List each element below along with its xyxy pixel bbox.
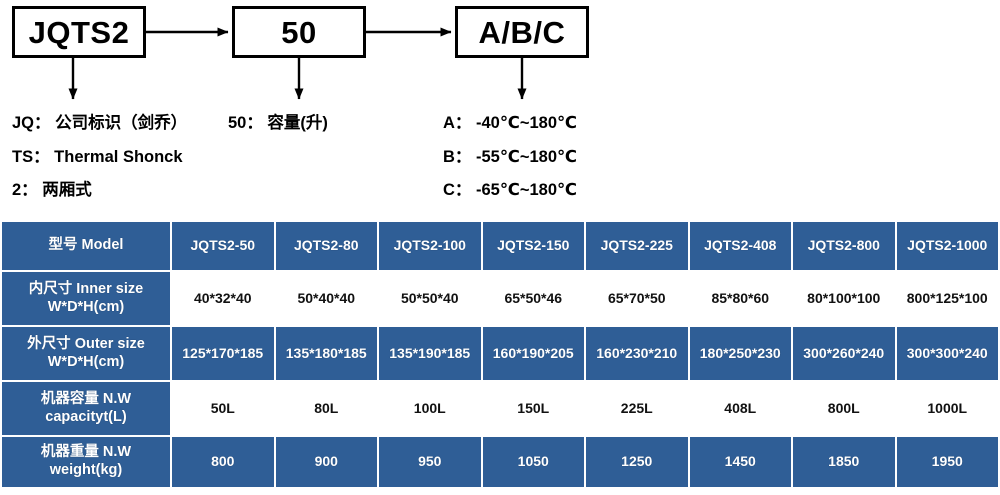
table-header-model-0: JQTS2-50: [172, 222, 274, 270]
legend-item-jq: JQ： 公司标识（剑乔）: [12, 114, 188, 132]
cell-outer-size-2: 135*190*185: [379, 327, 481, 380]
cell-inner-size-2: 50*50*40: [379, 272, 481, 325]
row-label-inner-size: 内尺寸 Inner size W*D*H(cm): [2, 272, 170, 325]
cell-inner-size-6: 80*100*100: [793, 272, 895, 325]
model-code-diagram: JQTS2 50 A/B/C JQ： 公司标识（剑乔） TS： Thermal …: [0, 0, 1000, 215]
row-label-line1: 外尺寸 Outer size: [27, 335, 145, 352]
legend-item-c: C： -65℃~180℃: [443, 181, 577, 199]
row-label-line1: 机器容量 N.W: [40, 390, 132, 407]
legend-volume-code: 50： 容量(升): [228, 115, 328, 149]
table-header-model-1: JQTS2-80: [275, 222, 377, 270]
table-header-model-3: JQTS2-150: [482, 222, 584, 270]
row-label-line2: weight(kg): [49, 462, 123, 478]
row-label-capacity: 机器容量 N.W capacityt(L): [2, 382, 170, 435]
cell-capacity-6: 800L: [793, 382, 895, 435]
cell-outer-size-7: 300*300*240: [896, 327, 998, 380]
table-row-weight: 机器重量 N.W weight(kg) 800 900 950 1050 125…: [2, 437, 998, 487]
row-label-weight: 机器重量 N.W weight(kg): [2, 437, 170, 487]
cell-inner-size-0: 40*32*40: [172, 272, 274, 325]
diagram-box-volume-code: 50: [232, 6, 366, 58]
table-header-model-2: JQTS2-100: [379, 222, 481, 270]
diagram-box-temperature-code: A/B/C: [455, 6, 589, 58]
cell-inner-size-5: 85*80*60: [689, 272, 791, 325]
legend-temperature-code: A： -40℃~180℃ B： -55℃~180℃ C： -65℃~180℃: [443, 115, 577, 216]
cell-capacity-4: 225L: [586, 382, 688, 435]
table-body: 型号 Model JQTS2-50 JQTS2-80 JQTS2-100 JQT…: [2, 222, 998, 487]
cell-inner-size-4: 65*70*50: [586, 272, 688, 325]
table-header-model-label: 型号 Model: [2, 222, 170, 270]
table-header-model-6: JQTS2-800: [793, 222, 895, 270]
table-row-inner-size: 内尺寸 Inner size W*D*H(cm) 40*32*40 50*40*…: [2, 272, 998, 325]
cell-weight-5: 1450: [689, 437, 791, 487]
cell-outer-size-0: 125*170*185: [172, 327, 274, 380]
specification-table: 型号 Model JQTS2-50 JQTS2-80 JQTS2-100 JQT…: [0, 220, 1000, 489]
cell-capacity-1: 80L: [275, 382, 377, 435]
row-label-line1: 机器重量 N.W: [40, 444, 132, 461]
row-label-line2: W*D*H(cm): [47, 353, 125, 370]
cell-capacity-7: 1000L: [896, 382, 998, 435]
cell-capacity-3: 150L: [482, 382, 584, 435]
row-label-line2: W*D*H(cm): [47, 298, 125, 315]
table-row-capacity: 机器容量 N.W capacityt(L) 50L 80L 100L 150L …: [2, 382, 998, 435]
table-header-model-5: JQTS2-408: [689, 222, 791, 270]
cell-capacity-5: 408L: [689, 382, 791, 435]
cell-inner-size-1: 50*40*40: [275, 272, 377, 325]
cell-weight-1: 900: [275, 437, 377, 487]
table-header-model-7: JQTS2-1000: [896, 222, 998, 270]
cell-capacity-0: 50L: [172, 382, 274, 435]
legend-model-code: JQ： 公司标识（剑乔） TS： Thermal Shonck 2： 两厢式: [12, 115, 187, 216]
cell-weight-3: 1050: [482, 437, 584, 487]
legend-item-2: 2： 两厢式: [12, 181, 92, 199]
row-label-outer-size: 外尺寸 Outer size W*D*H(cm): [2, 327, 170, 380]
cell-outer-size-1: 135*180*185: [275, 327, 377, 380]
table-row-outer-size: 外尺寸 Outer size W*D*H(cm) 125*170*185 135…: [2, 327, 998, 380]
table-header-model-4: JQTS2-225: [586, 222, 688, 270]
cell-weight-2: 950: [379, 437, 481, 487]
cell-weight-0: 800: [172, 437, 274, 487]
cell-outer-size-3: 160*190*205: [482, 327, 584, 380]
cell-outer-size-6: 300*260*240: [793, 327, 895, 380]
table-header-row: 型号 Model JQTS2-50 JQTS2-80 JQTS2-100 JQT…: [2, 222, 998, 270]
legend-item-b: B： -55℃~180℃: [443, 147, 577, 166]
legend-item-ts: TS： Thermal Shonck: [12, 147, 183, 166]
diagram-box-model-code: JQTS2: [12, 6, 146, 58]
cell-outer-size-5: 180*250*230: [689, 327, 791, 380]
cell-outer-size-4: 160*230*210: [586, 327, 688, 380]
legend-item-a: A： -40℃~180℃: [443, 114, 577, 132]
cell-weight-6: 1850: [793, 437, 895, 487]
cell-inner-size-7: 800*125*100: [896, 272, 998, 325]
legend-item-50: 50： 容量(升): [228, 114, 328, 132]
row-label-line2: capacityt(L): [45, 408, 127, 425]
cell-capacity-2: 100L: [379, 382, 481, 435]
cell-weight-7: 1950: [896, 437, 998, 487]
cell-weight-4: 1250: [586, 437, 688, 487]
cell-inner-size-3: 65*50*46: [482, 272, 584, 325]
row-label-line1: 内尺寸 Inner size: [28, 280, 144, 297]
